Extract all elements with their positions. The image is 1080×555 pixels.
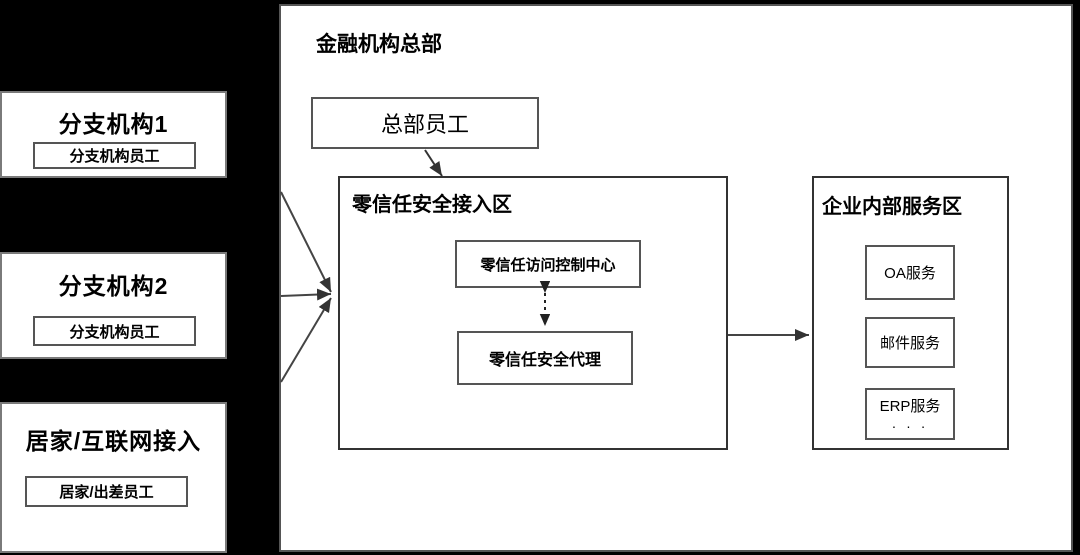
service-label-erp: ERP服务: [879, 397, 941, 415]
site-title-branch1: 分支机构1: [58, 111, 169, 137]
site-box-branch2[interactable]: 分支机构2 分支机构员工: [0, 252, 227, 359]
employee-box-home-internet[interactable]: 居家/出差员工: [25, 476, 188, 507]
site-box-branch1[interactable]: 分支机构1 分支机构员工: [0, 91, 227, 178]
service-box-mail[interactable]: 邮件服务: [865, 317, 955, 368]
employee-box-branch2[interactable]: 分支机构员工: [33, 316, 196, 346]
zero-trust-security-agent-box[interactable]: 零信任安全代理: [457, 331, 633, 385]
enterprise-service-zone-title: 企业内部服务区: [822, 196, 962, 218]
site-title-branch2: 分支机构2: [58, 273, 169, 299]
service-box-erp[interactable]: ERP服务 · · ·: [865, 388, 955, 440]
page-title: 金融机构总部: [316, 33, 442, 56]
zero-trust-zone-title: 零信任安全接入区: [352, 194, 512, 216]
zero-trust-zone: [338, 176, 728, 450]
remote-sites-column: 分支机构1 分支机构员工 分支机构2 分支机构员工 居家/互联网接入 居家/出差…: [0, 0, 279, 555]
employee-box-branch1[interactable]: 分支机构员工: [33, 142, 196, 169]
hq-employee-box[interactable]: 总部员工: [311, 97, 539, 149]
service-label-mail: 邮件服务: [879, 335, 940, 352]
service-more-ellipsis: · · ·: [891, 417, 929, 434]
site-box-home-internet[interactable]: 居家/互联网接入 居家/出差员工: [0, 402, 227, 553]
site-title-home-internet: 居家/互联网接入: [25, 428, 202, 454]
service-label-oa: OA服务: [884, 265, 936, 282]
zero-trust-control-center-box[interactable]: 零信任访问控制中心: [455, 240, 641, 288]
service-box-oa[interactable]: OA服务: [865, 245, 955, 300]
